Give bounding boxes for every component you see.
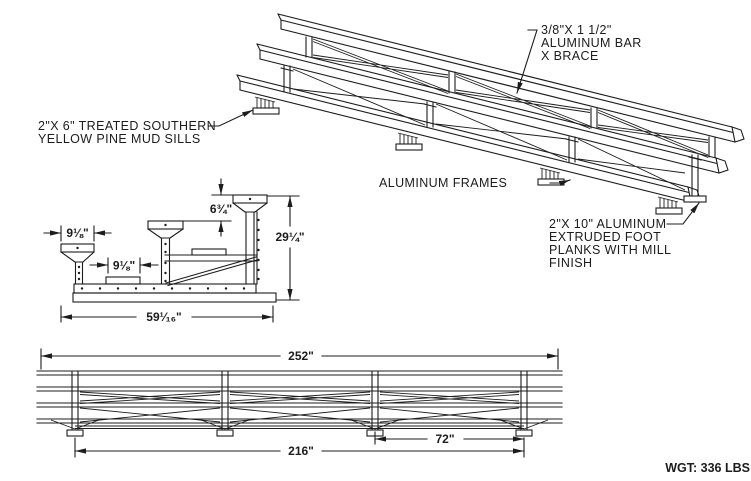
frame-base-rail xyxy=(73,283,257,294)
dim-label-overall-depth: 59¹⁄₁₆" xyxy=(146,310,181,324)
dim-overall-depth: 59¹⁄₁₆" xyxy=(60,305,274,324)
aluminum-frame-feet xyxy=(252,96,683,215)
stanchion-row2 xyxy=(147,220,184,285)
x-brace-bars-upper xyxy=(312,38,709,158)
callout-aluminum-frames: ALUMINUM FRAMES xyxy=(379,176,571,190)
front-elevation-view: 252" 216" 72" xyxy=(36,348,563,458)
callout-mud-sills: 2"X 6" TREATED SOUTHERN YELLOW PINE MUD … xyxy=(38,109,254,146)
foot-plank-middle xyxy=(256,43,729,174)
mud-sill-board xyxy=(72,292,277,303)
isometric-view xyxy=(236,13,745,215)
foot-planks-label-line1: 2"X 10" ALUMINUM xyxy=(549,217,666,231)
aluminum-frames-label: ALUMINUM FRAMES xyxy=(379,176,507,190)
mud-sills-leader-line xyxy=(208,109,254,127)
diagonal-brace xyxy=(165,256,258,287)
dim-riser-height: 6¾" xyxy=(182,178,234,237)
elevation-plank-rails xyxy=(36,370,563,424)
dim-label-frame-spacing: 72" xyxy=(435,432,454,446)
foot-planks-label-line4: FINISH xyxy=(549,256,592,270)
dim-frame-span: 216" xyxy=(74,437,525,458)
dim-plank-width-mid: 9⅛" xyxy=(89,257,159,274)
base-rail-rivets xyxy=(80,287,246,290)
row1-cleat xyxy=(105,276,141,285)
dim-label-overall-length: 252" xyxy=(288,349,314,363)
stanchion-row1 xyxy=(60,243,95,285)
x-brace-leader-line xyxy=(516,29,538,94)
elevation-frame-posts xyxy=(50,371,549,437)
row2-cleat xyxy=(191,248,227,256)
elevation-x-bracing xyxy=(79,391,520,423)
dim-label-riser-height: 6¾" xyxy=(210,202,232,216)
x-brace-label-line1: 3/8"X 1 1/2" xyxy=(541,23,612,37)
elevation-bottom-chord xyxy=(75,425,524,429)
frame-foot-1 xyxy=(252,96,280,115)
frame-mid-stanchions xyxy=(280,65,707,203)
x-brace-label-line3: X BRACE xyxy=(541,49,599,63)
dim-frame-spacing: 72" xyxy=(374,431,525,446)
dim-label-overall-height: 29¼" xyxy=(275,230,304,244)
frame-foot-2 xyxy=(395,132,423,151)
foot-plank-back xyxy=(277,13,745,143)
weight-note: WGT: 336 LBS xyxy=(665,461,750,475)
x-brace-label-line2: ALUMINUM BAR xyxy=(541,36,642,50)
x-brace-bars-lower xyxy=(292,68,686,191)
frame-foot-4 xyxy=(655,196,683,215)
stanchion-row3 xyxy=(232,194,268,285)
aluminum-frames-leader-line xyxy=(549,179,571,186)
dim-overall-length: 252" xyxy=(40,348,559,370)
dim-label-frame-span: 216" xyxy=(288,444,314,458)
dim-label-plank-width-top: 9⅛" xyxy=(66,226,88,240)
callout-x-brace: 3/8"X 1 1/2" ALUMINUM BAR X BRACE xyxy=(516,23,642,94)
cross-section-view: 9⅛" 9⅛" 6¾" 29¼" 59¹⁄₁₆" xyxy=(43,178,305,324)
mud-sills-label-line1: 2"X 6" TREATED SOUTHERN xyxy=(38,119,216,133)
foot-planks-label-line3: PLANKS WITH MILL xyxy=(549,243,671,257)
frame-back-stanchions xyxy=(305,36,716,158)
mud-sills-label-line2: YELLOW PINE MUD SILLS xyxy=(38,132,201,146)
foot-planks-label-line2: EXTRUDED FOOT xyxy=(549,230,661,244)
row2-rail xyxy=(164,254,258,262)
foot-planks-leader-line xyxy=(666,202,700,225)
dim-label-plank-width-mid: 9⅛" xyxy=(113,259,135,273)
dim-plank-width-top: 9⅛" xyxy=(43,225,112,242)
callout-foot-planks: 2"X 10" ALUMINUM EXTRUDED FOOT PLANKS WI… xyxy=(549,202,700,270)
dim-overall-height: 29¼" xyxy=(266,195,305,301)
